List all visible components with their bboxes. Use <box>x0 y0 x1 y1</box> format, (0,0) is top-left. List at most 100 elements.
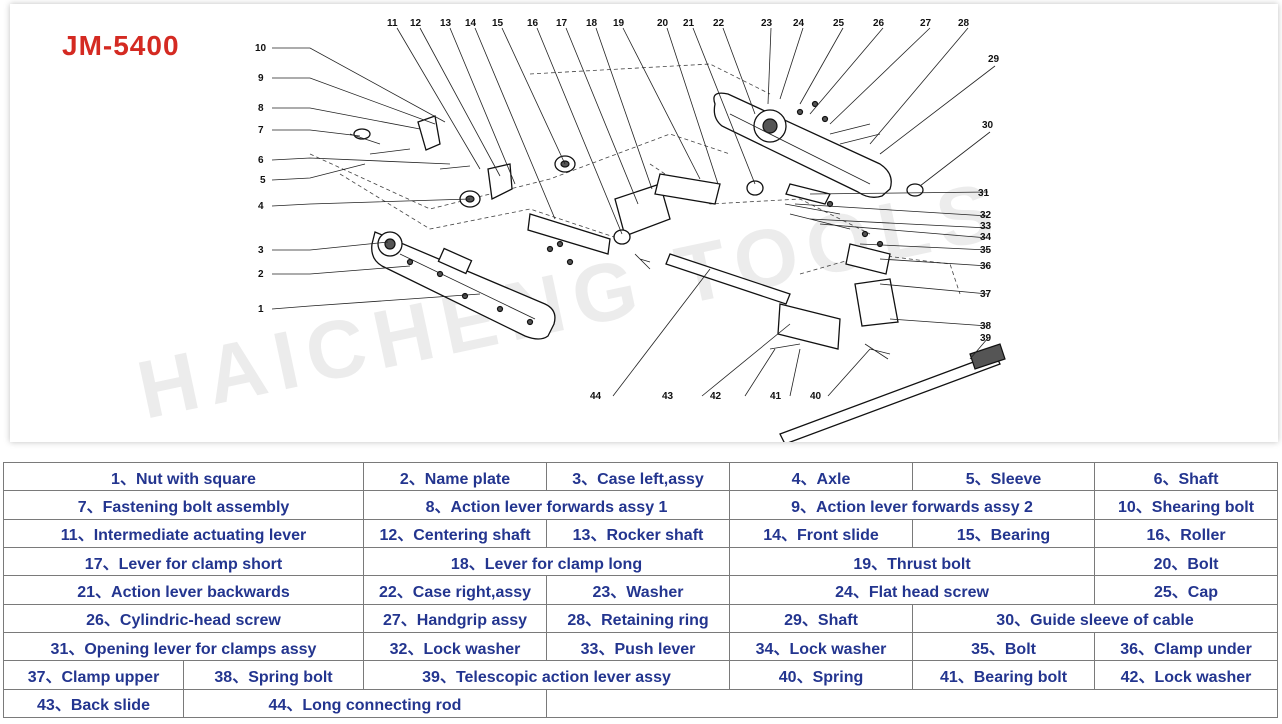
parts-cell: 26、Cylindric-head screw <box>2 603 365 633</box>
parts-cell: 38、Spring bolt <box>182 660 365 690</box>
callout-28: 28 <box>958 18 970 29</box>
callout-11: 11 <box>387 18 398 29</box>
fasteners <box>406 100 884 326</box>
parts-cell: 31、Opening lever for clamps assy <box>2 631 365 662</box>
parts-cell: 22、Case right,assy <box>363 575 548 605</box>
parts-cell: 6、Shaft <box>1094 461 1279 492</box>
table-row: 7、Fastening bolt assembly 8、Action lever… <box>2 490 1279 520</box>
parts-list-table: 1、Nut with square 2、Name plate 3、Case le… <box>2 461 1279 719</box>
parts-cell: 10、Shearing bolt <box>1094 490 1279 520</box>
parts-cell-empty <box>546 688 1279 719</box>
callout-14: 14 <box>465 18 477 29</box>
case-right-part <box>713 92 892 198</box>
callout-12: 12 <box>410 18 422 29</box>
table-row: 31、Opening lever for clamps assy 32、Lock… <box>2 631 1279 662</box>
parts-cell: 29、Shaft <box>729 603 914 633</box>
case-left-part <box>371 231 556 340</box>
callout-10: 10 <box>255 43 267 54</box>
parts-cell: 30、Guide sleeve of cable <box>912 603 1279 633</box>
callout-5: 5 <box>260 175 266 186</box>
parts-cell: 12、Centering shaft <box>363 518 548 548</box>
parts-cell: 18、Lever for clamp long <box>363 546 731 577</box>
parts-cell: 16、Roller <box>1094 518 1279 548</box>
table-row: 21、Action lever backwards 22、Case right,… <box>2 575 1279 605</box>
callout-21: 21 <box>683 18 695 29</box>
parts-cell: 43、Back slide <box>3 688 184 719</box>
table-row: 26、Cylindric-head screw 27、Handgrip assy… <box>2 603 1279 633</box>
callout-42: 42 <box>710 391 722 402</box>
parts-cell: 28、Retaining ring <box>546 603 731 633</box>
parts-cell: 44、Long connecting rod <box>182 688 548 719</box>
table-row: 1、Nut with square 2、Name plate 3、Case le… <box>2 461 1279 492</box>
table-row: 43、Back slide 44、Long connecting rod <box>3 688 1279 719</box>
callout-7: 7 <box>258 125 264 136</box>
parts-cell: 35、Bolt <box>912 631 1096 662</box>
parts-cell: 34、Lock washer <box>729 631 914 662</box>
parts-cell: 24、Flat head screw <box>729 575 1096 605</box>
callout-24: 24 <box>793 18 805 29</box>
callout-34: 34 <box>980 232 992 243</box>
callout-2: 2 <box>258 269 264 280</box>
callout-6: 6 <box>258 155 264 166</box>
callout-39: 39 <box>980 333 992 344</box>
callout-23: 23 <box>761 18 773 29</box>
parts-cell: 13、Rocker shaft <box>546 518 731 548</box>
parts-cell: 40、Spring <box>729 660 914 690</box>
callout-25: 25 <box>833 18 845 29</box>
callout-27: 27 <box>920 18 932 29</box>
callout-32: 32 <box>980 210 992 221</box>
parts-cell: 32、Lock washer <box>363 631 548 662</box>
callout-19: 19 <box>613 18 625 29</box>
callout-15: 15 <box>492 18 504 29</box>
parts-cell: 1、Nut with square <box>2 461 365 492</box>
callout-4: 4 <box>258 201 264 212</box>
parts-cell: 37、Clamp upper <box>3 660 184 690</box>
parts-cell: 23、Washer <box>546 575 731 605</box>
table-row: 17、Lever for clamp short 18、Lever for cl… <box>2 546 1279 577</box>
parts-cell: 2、Name plate <box>363 461 548 492</box>
parts-cell: 39、Telescopic action lever assy <box>363 660 731 690</box>
table-row: 37、Clamp upper 38、Spring bolt 39、Telesco… <box>3 660 1279 690</box>
parts-cell: 25、Cap <box>1094 575 1279 605</box>
parts-cell: 14、Front slide <box>729 518 914 548</box>
parts-cell: 20、Bolt <box>1094 546 1279 577</box>
callout-40: 40 <box>810 391 822 402</box>
parts-cell: 17、Lever for clamp short <box>2 546 365 577</box>
parts-cell: 3、Case left,assy <box>546 461 731 492</box>
levers-and-rods <box>349 115 1006 442</box>
callout-numbers: 1 2 3 4 5 6 7 8 9 10 11 12 13 14 15 16 1… <box>255 18 1000 402</box>
parts-cell: 9、Action lever forwards assy 2 <box>729 490 1096 520</box>
callout-1: 1 <box>258 304 264 315</box>
callout-33: 33 <box>980 221 992 232</box>
parts-cell: 4、Axle <box>729 461 914 492</box>
callout-20: 20 <box>657 18 669 29</box>
callout-26: 26 <box>873 18 885 29</box>
parts-cell: 5、Sleeve <box>912 461 1096 492</box>
callout-35: 35 <box>980 245 992 256</box>
parts-cell: 36、Clamp under <box>1094 631 1279 662</box>
parts-cell: 21、Action lever backwards <box>2 575 365 605</box>
callout-22: 22 <box>713 18 725 29</box>
model-title: JM-5400 <box>62 30 180 61</box>
table-row: 11、Intermediate actuating lever 12、Cente… <box>2 518 1279 548</box>
callout-3: 3 <box>258 245 264 256</box>
callout-44: 44 <box>590 391 602 402</box>
callout-31: 31 <box>978 188 990 199</box>
callout-37: 37 <box>980 289 992 300</box>
parts-cell: 8、Action lever forwards assy 1 <box>363 490 731 520</box>
callout-17: 17 <box>556 18 568 29</box>
callout-38: 38 <box>980 321 992 332</box>
callout-9: 9 <box>258 73 264 84</box>
parts-cell: 33、Push lever <box>546 631 731 662</box>
parts-cell: 19、Thrust bolt <box>729 546 1096 577</box>
callout-43: 43 <box>662 391 674 402</box>
callout-36: 36 <box>980 261 992 272</box>
parts-cell: 42、Lock washer <box>1094 660 1279 690</box>
exploded-diagram-panel: JM-5400 HAICHENG TOOLS <box>10 4 1278 442</box>
callout-18: 18 <box>586 18 598 29</box>
callout-30: 30 <box>982 120 994 131</box>
exploded-parts-drawing: 1 2 3 4 5 6 7 8 9 10 11 12 13 14 15 16 1… <box>255 18 1006 442</box>
callout-41: 41 <box>770 391 782 402</box>
parts-cell: 11、Intermediate actuating lever <box>2 518 365 548</box>
leader-lines <box>271 27 996 397</box>
